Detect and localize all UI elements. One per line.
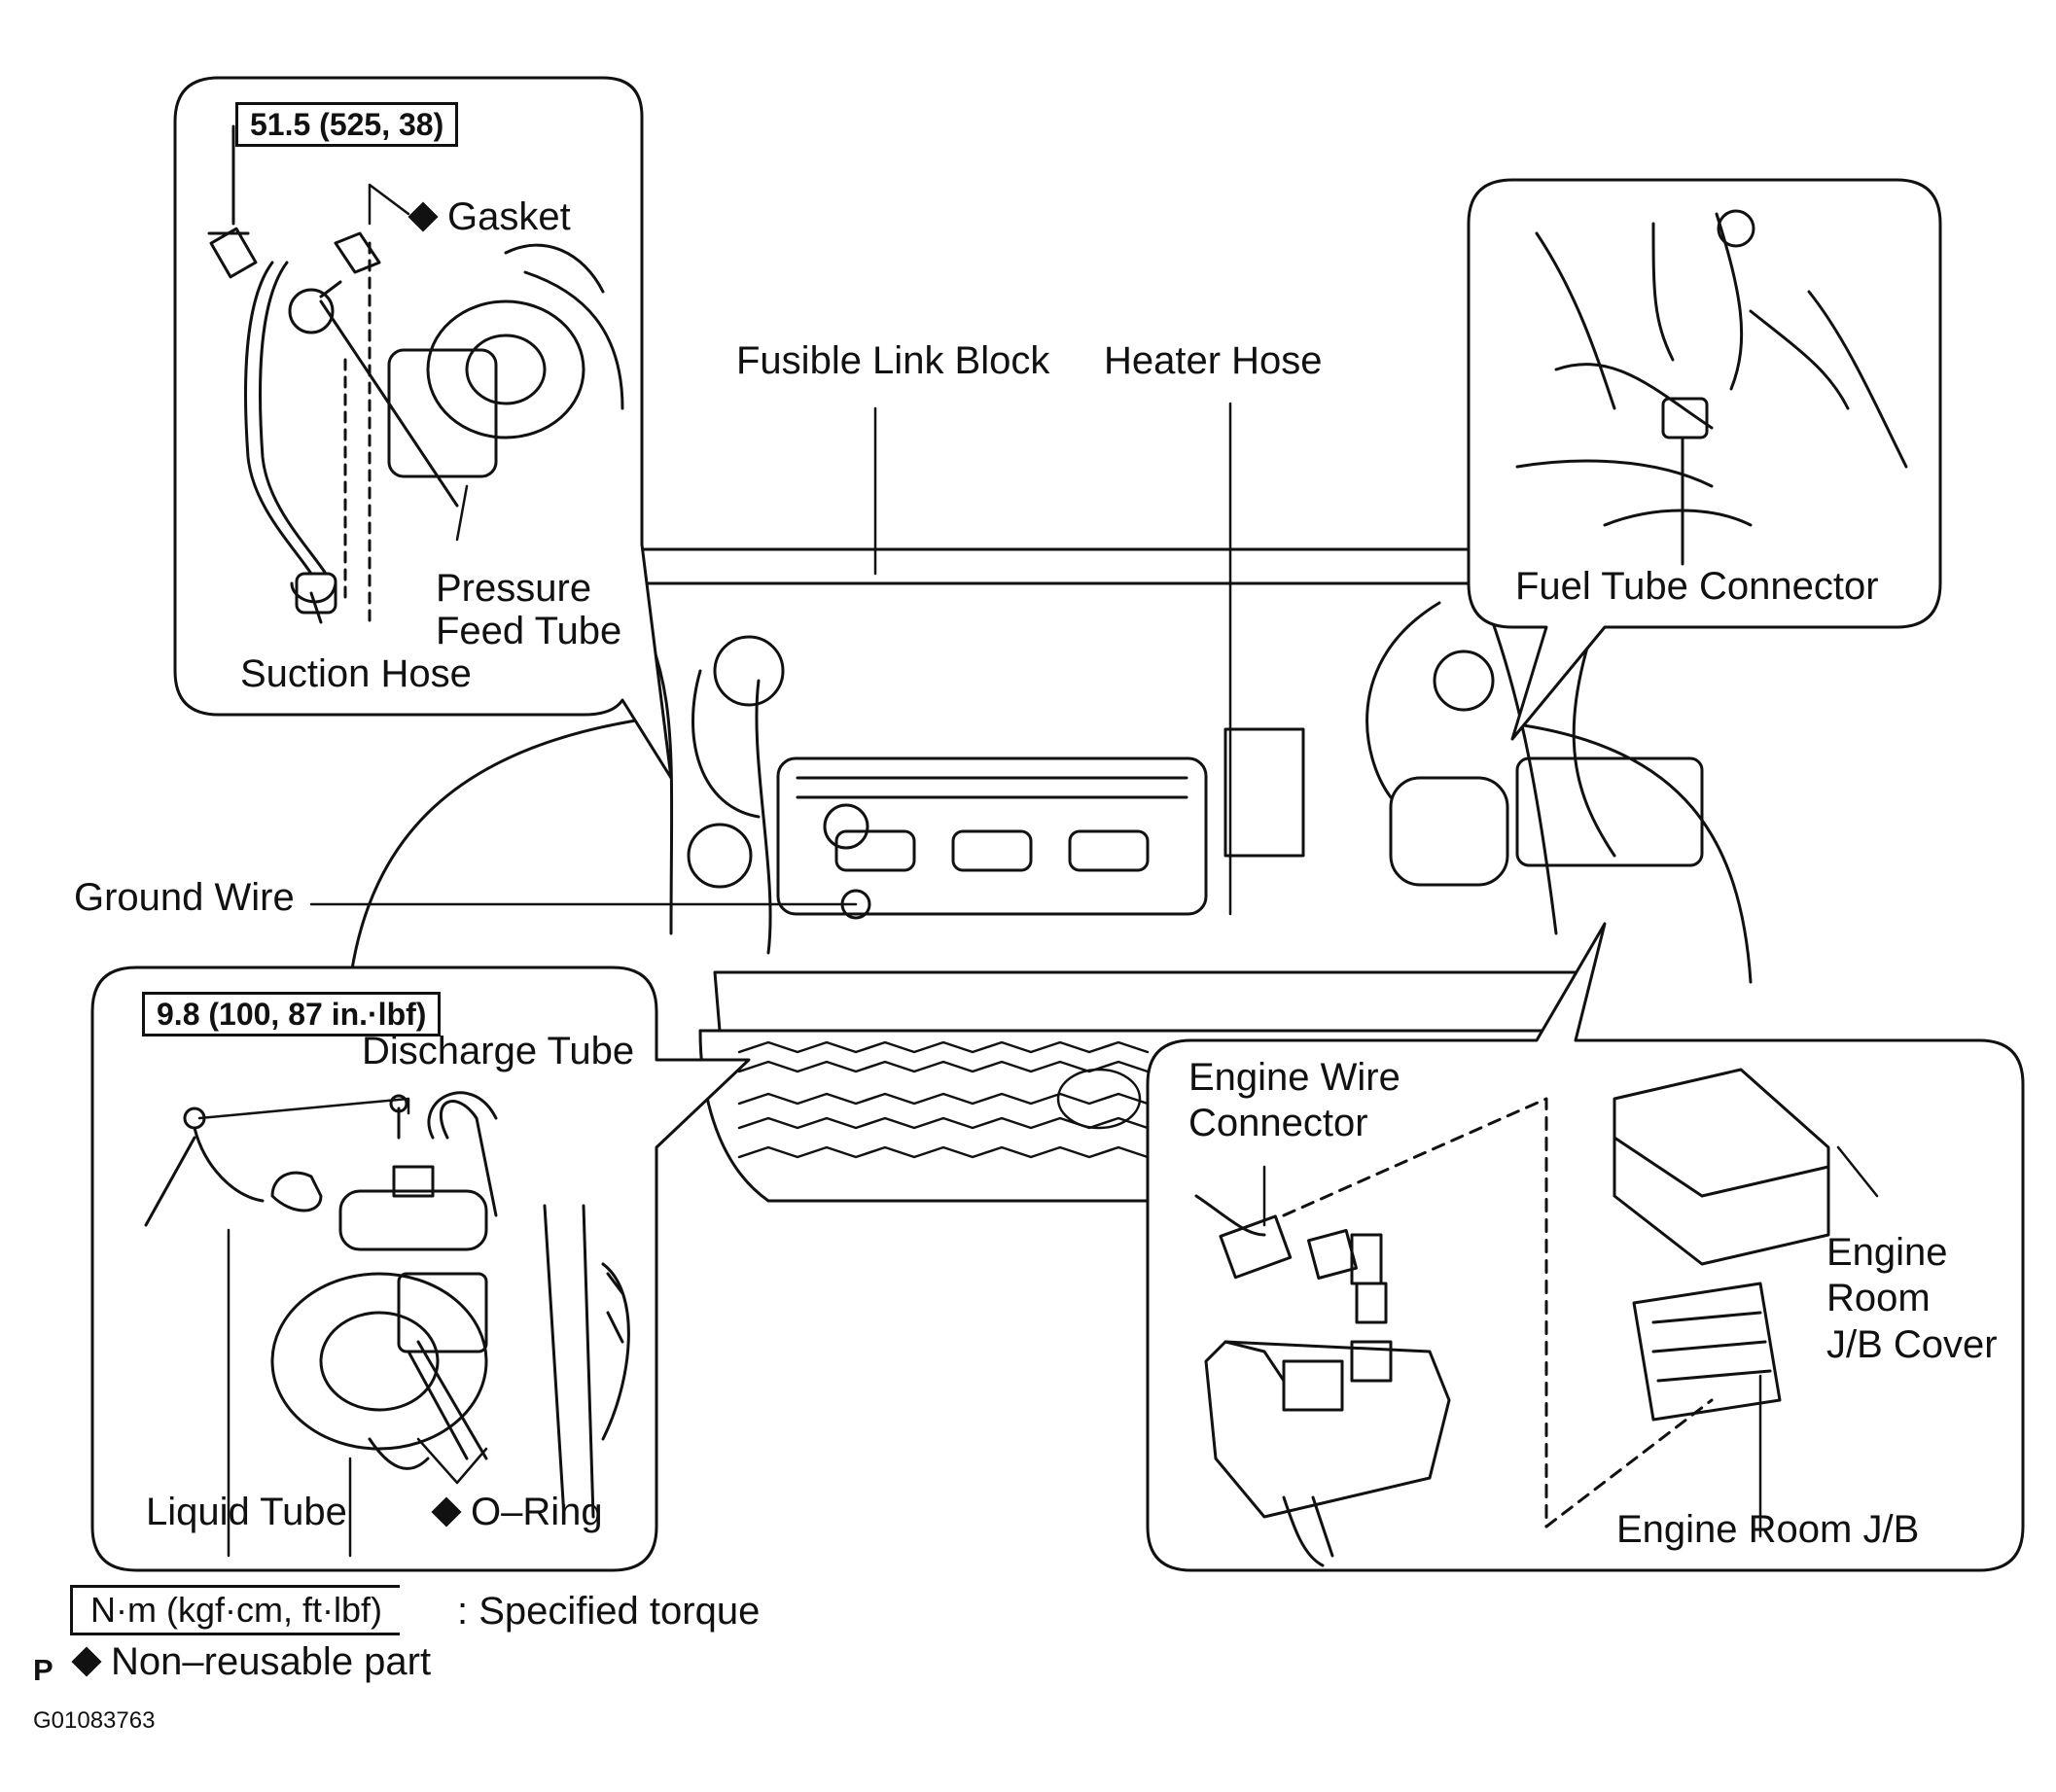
label-liquid-tube: Liquid Tube [146,1491,347,1533]
callout-power-steering [173,76,673,780]
callout-ac-compressor [90,966,751,1572]
callout-fuel-tube-connector [1467,178,1942,741]
label-ground-wire: Ground Wire [74,876,295,919]
label-fusible-link-block: Fusible Link Block [736,339,1050,382]
non-reusable-diamond-icon [408,201,439,232]
label-engine-room-jb: Engine Room J/B [1616,1508,1920,1551]
callout-engine-room-jb [1146,922,2025,1572]
label-heater-hose: Heater Hose [1104,339,1323,382]
label-engine-wire-connector-line1: Engine Wire [1188,1056,1400,1099]
label-discharge-tube: Discharge Tube [362,1030,635,1072]
legend-marker: P [33,1653,53,1687]
label-suction-hose: Suction Hose [240,652,472,695]
label-engine-wire-connector-line2: Connector [1188,1102,1368,1144]
non-reusable-diamond-icon [431,1496,462,1528]
legend-torque-desc: : Specified torque [457,1590,761,1633]
torque-spec-power-steering: 51.5 (525, 38) [235,102,459,147]
legend-non-reusable: Non–reusable part [71,1639,432,1684]
label-o-ring: O–Ring [431,1490,603,1534]
label-o-ring-text: O–Ring [471,1491,603,1533]
label-fuel-tube-connector: Fuel Tube Connector [1515,565,1879,608]
label-gasket-text: Gasket [447,195,571,238]
figure-code: G01083763 [33,1707,156,1734]
label-pressure-feed-tube-line2: Feed Tube [436,610,622,652]
legend-non-reusable-text: Non–reusable part [111,1640,432,1683]
non-reusable-diamond-icon [71,1646,102,1677]
leader-lines [197,183,1879,1558]
label-engine-room-jb-cover-line1: Engine [1826,1231,1948,1274]
label-engine-room-jb-cover-line3: J/B Cover [1826,1323,1998,1366]
torque-spec-compressor: 9.8 (100, 87 in.·lbf) [142,992,442,1037]
label-pressure-feed-tube-line1: Pressure [436,567,592,610]
label-engine-room-jb-cover-line2: Room [1826,1277,1931,1319]
engine-block [687,635,1704,955]
legend-torque-unit-box: N·m (kgf·cm, ft·lbf) [70,1585,400,1635]
label-gasket: Gasket [408,194,571,239]
front-grille [737,1040,1150,1159]
